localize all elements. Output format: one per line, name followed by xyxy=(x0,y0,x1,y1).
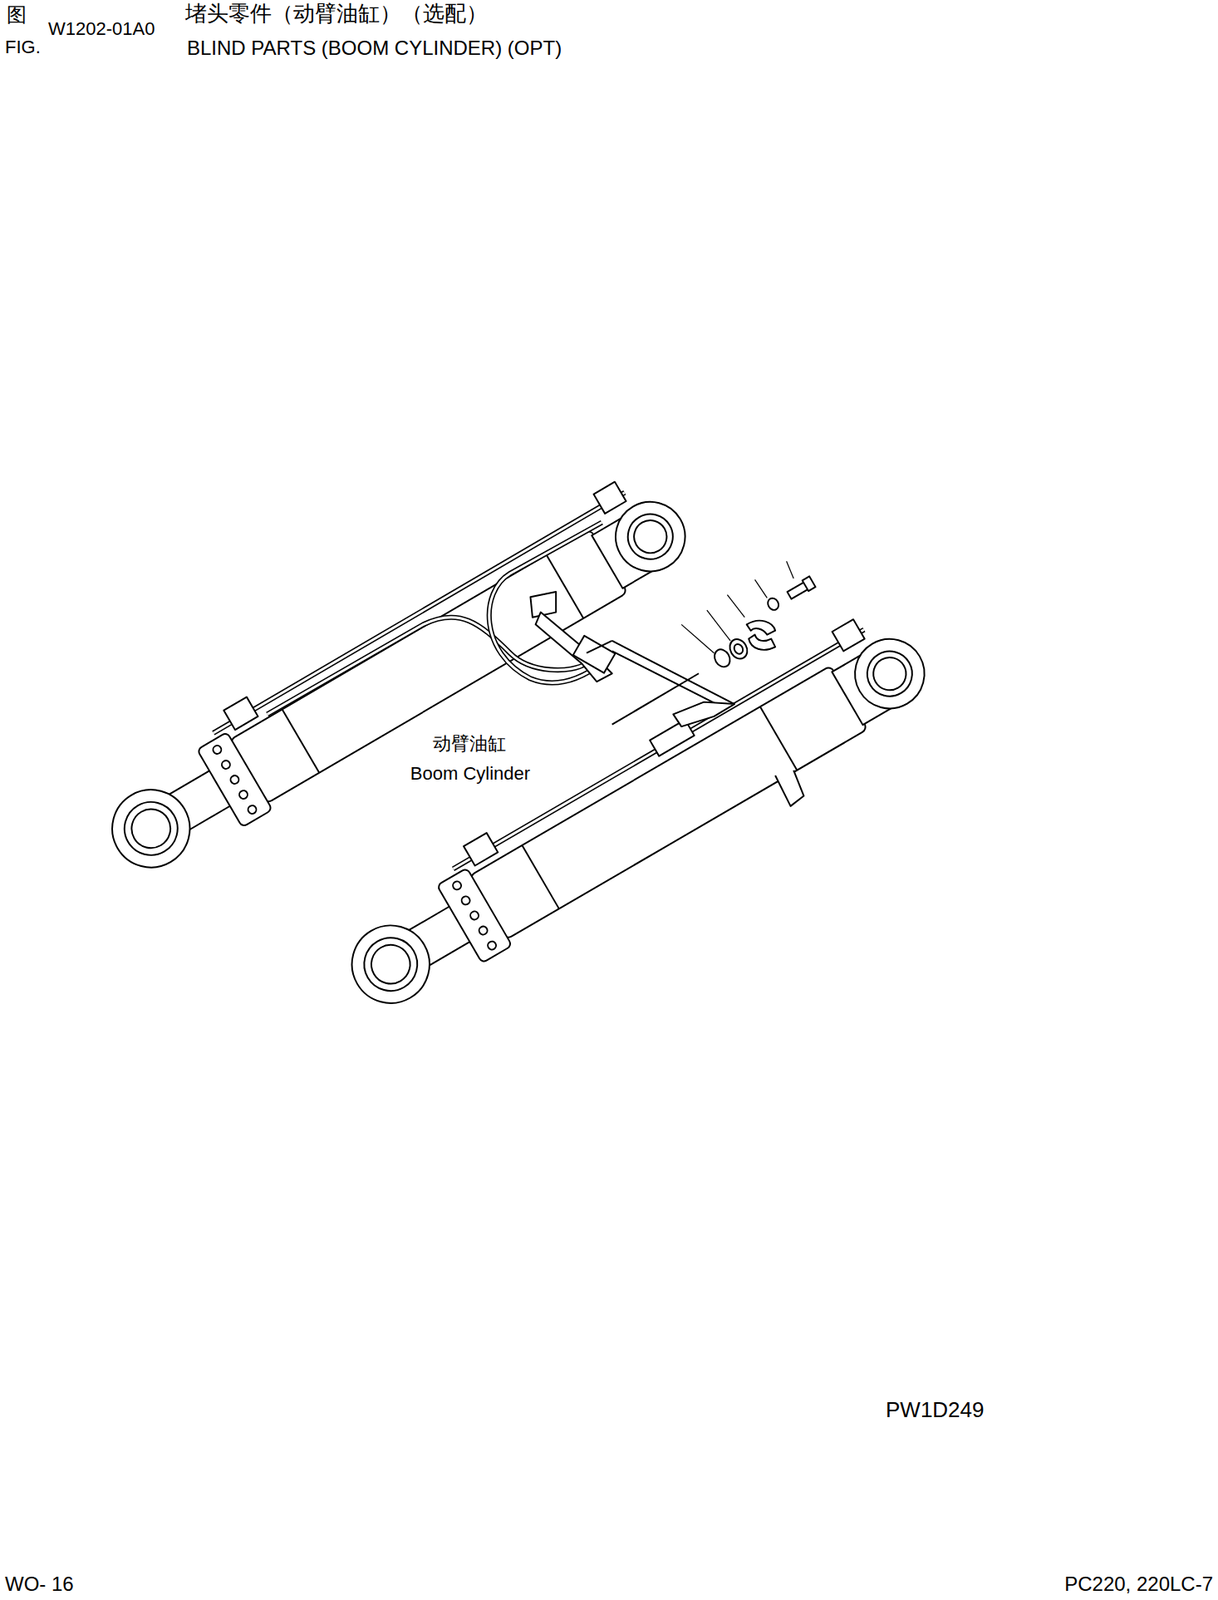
hose-and-bracket xyxy=(267,522,805,806)
page-number: WO- 16 xyxy=(4,1571,74,1596)
figure-title-english: BLIND PARTS (BOOM CYLINDER) (OPT) xyxy=(186,36,562,60)
model-name: PC220, 220LC-7 xyxy=(1064,1571,1214,1596)
blind-parts xyxy=(681,560,816,669)
part-name: Boom Cylinder xyxy=(410,762,531,784)
right-boom-cylinder xyxy=(324,599,943,1023)
figure-number: W1202-01A0 xyxy=(48,18,155,40)
figure-title: 堵头零件（动臂油缸）（选配） xyxy=(185,1,488,27)
figure-label: FIG. xyxy=(4,36,41,58)
part-name: 动臂油缸 xyxy=(432,732,506,754)
drawing-code: PW1D249 xyxy=(885,1397,985,1423)
figure-label: 图 xyxy=(6,3,27,27)
